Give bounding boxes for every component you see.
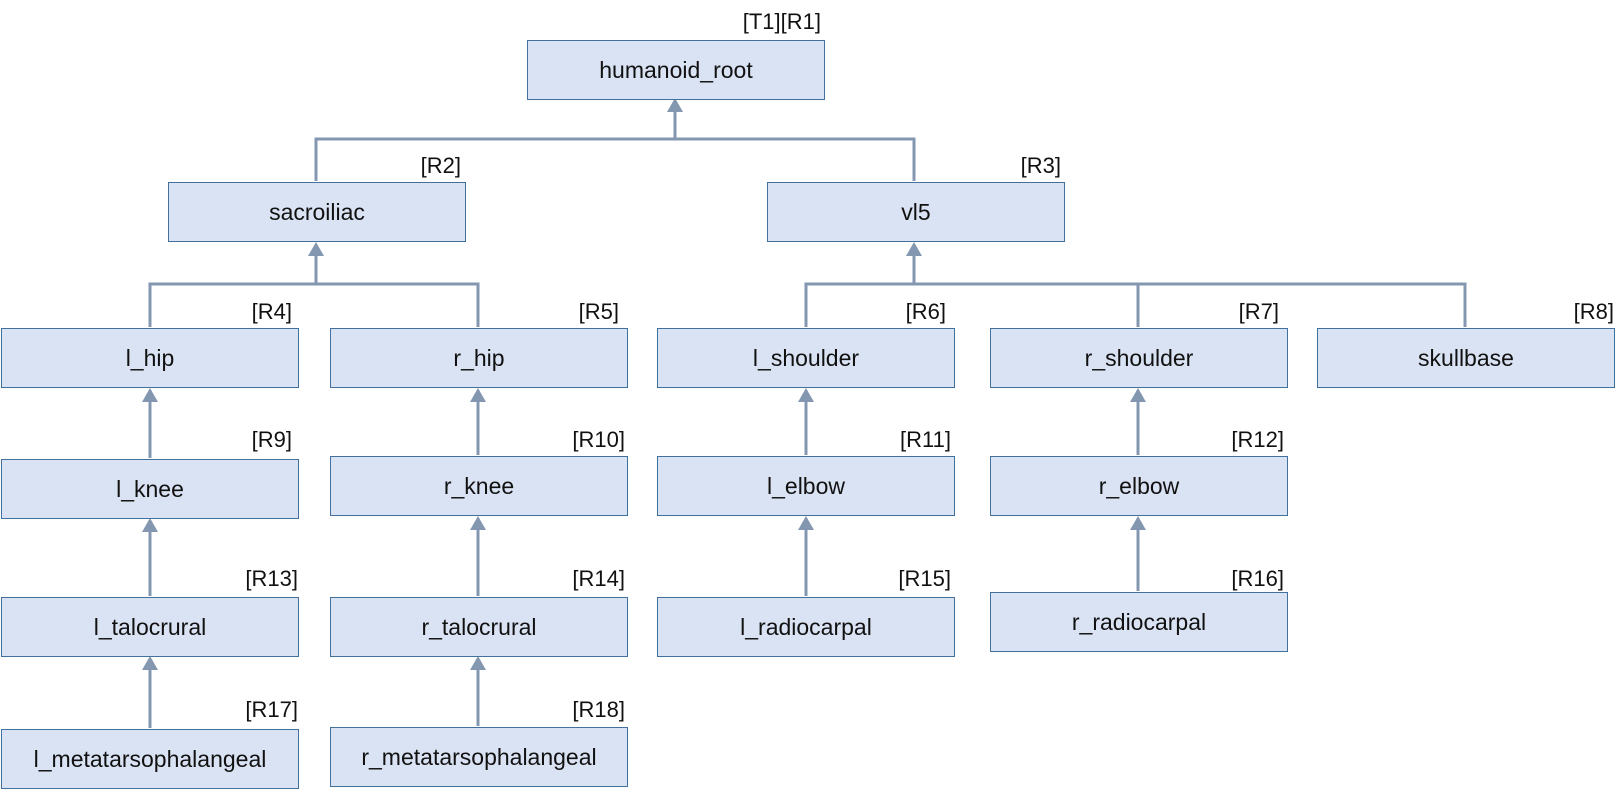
node-label: vl5	[901, 198, 931, 225]
tag-r-knee: [R10]	[572, 427, 625, 452]
arrowhead-r-talocrural	[470, 656, 486, 670]
node-l-hip[interactable]: l_hip	[1, 328, 299, 388]
node-label: humanoid_root	[599, 56, 753, 83]
tag-r-elbow: [R12]	[1231, 427, 1284, 452]
node-label: r_hip	[453, 344, 505, 371]
node-r-shoulder[interactable]: r_shoulder	[990, 328, 1288, 388]
tag-vl5: [R3]	[1020, 153, 1061, 178]
arrowhead-sacroiliac	[308, 242, 324, 256]
node-vl5[interactable]: vl5	[767, 182, 1065, 242]
node-label: l_radiocarpal	[740, 613, 872, 640]
edge-vl5-to-humanoid-root	[675, 137, 916, 181]
node-label: l_metatarsophalangeal	[33, 745, 267, 772]
tag-r-radiocarpal: [R16]	[1231, 566, 1284, 591]
tag-r-hip: [R5]	[578, 299, 619, 324]
arrowhead-r-shoulder	[1130, 388, 1146, 402]
node-label: l_elbow	[767, 472, 845, 499]
tag-l-knee: [R9]	[251, 427, 292, 452]
node-label: sacroiliac	[269, 198, 365, 225]
node-l-elbow[interactable]: l_elbow	[657, 456, 955, 516]
node-sacroiliac[interactable]: sacroiliac	[168, 182, 466, 242]
edge-r-hip-to-sacroiliac	[316, 282, 480, 327]
node-label: r_knee	[443, 472, 515, 499]
node-skullbase[interactable]: skullbase	[1317, 328, 1615, 388]
node-humanoid-root[interactable]: humanoid_root	[527, 40, 825, 100]
edge-l-hip-to-sacroiliac	[148, 282, 316, 327]
edge-sacroiliac-to-humanoid-root	[314, 137, 675, 181]
tag-l-hip: [R4]	[251, 299, 292, 324]
node-label: r_metatarsophalangeal	[361, 743, 597, 770]
node-label: skullbase	[1418, 344, 1514, 371]
arrowhead-vl5	[906, 242, 922, 256]
tag-l-metatarsophalangeal: [R17]	[245, 697, 298, 722]
node-r-talocrural[interactable]: r_talocrural	[330, 597, 628, 657]
arrowhead-r-knee	[470, 516, 486, 530]
arrowhead-l-shoulder	[798, 388, 814, 402]
arrowhead-r-elbow	[1130, 516, 1146, 530]
tag-r-talocrural: [R14]	[572, 566, 625, 591]
node-l-talocrural[interactable]: l_talocrural	[1, 597, 299, 657]
tag-r-shoulder: [R7]	[1238, 299, 1279, 324]
edge-skullbase-to-vl5	[1138, 282, 1467, 327]
tag-l-talocrural: [R13]	[245, 566, 298, 591]
node-r-metatarsophalangeal[interactable]: r_metatarsophalangeal	[330, 727, 628, 787]
tag-humanoid-root: [T1][R1]	[742, 9, 821, 34]
node-l-shoulder[interactable]: l_shoulder	[657, 328, 955, 388]
node-l-radiocarpal[interactable]: l_radiocarpal	[657, 597, 955, 657]
node-r-radiocarpal[interactable]: r_radiocarpal	[990, 592, 1288, 652]
node-label: r_shoulder	[1084, 344, 1194, 371]
tag-skullbase: [R8]	[1573, 299, 1614, 324]
tag-l-elbow: [R11]	[900, 427, 951, 452]
tag-l-radiocarpal: [R15]	[898, 566, 951, 591]
tag-r-metatarsophalangeal: [R18]	[572, 697, 625, 722]
arrowhead-l-talocrural	[142, 656, 158, 670]
arrowhead-r-hip	[470, 388, 486, 402]
node-label: l_shoulder	[752, 344, 860, 371]
arrowhead-l-elbow	[798, 516, 814, 530]
node-label: r_talocrural	[421, 613, 537, 640]
node-label: l_knee	[116, 475, 184, 502]
edge-r-shoulder-to-vl5	[914, 282, 1140, 327]
node-l-knee[interactable]: l_knee	[1, 459, 299, 519]
node-r-elbow[interactable]: r_elbow	[990, 456, 1288, 516]
node-r-hip[interactable]: r_hip	[330, 328, 628, 388]
tag-l-shoulder: [R6]	[905, 299, 946, 324]
node-label: l_hip	[125, 344, 175, 371]
node-label: r_radiocarpal	[1071, 608, 1207, 635]
arrowhead-humanoid-root	[667, 98, 683, 112]
tag-sacroiliac: [R2]	[420, 153, 461, 178]
edge-l-shoulder-to-vl5	[804, 282, 914, 327]
arrowhead-l-knee	[142, 518, 158, 532]
node-r-knee[interactable]: r_knee	[330, 456, 628, 516]
node-l-metatarsophalangeal[interactable]: l_metatarsophalangeal	[1, 729, 299, 789]
node-label: r_elbow	[1098, 472, 1180, 499]
arrowhead-l-hip	[142, 388, 158, 402]
node-label: l_talocrural	[93, 613, 207, 640]
